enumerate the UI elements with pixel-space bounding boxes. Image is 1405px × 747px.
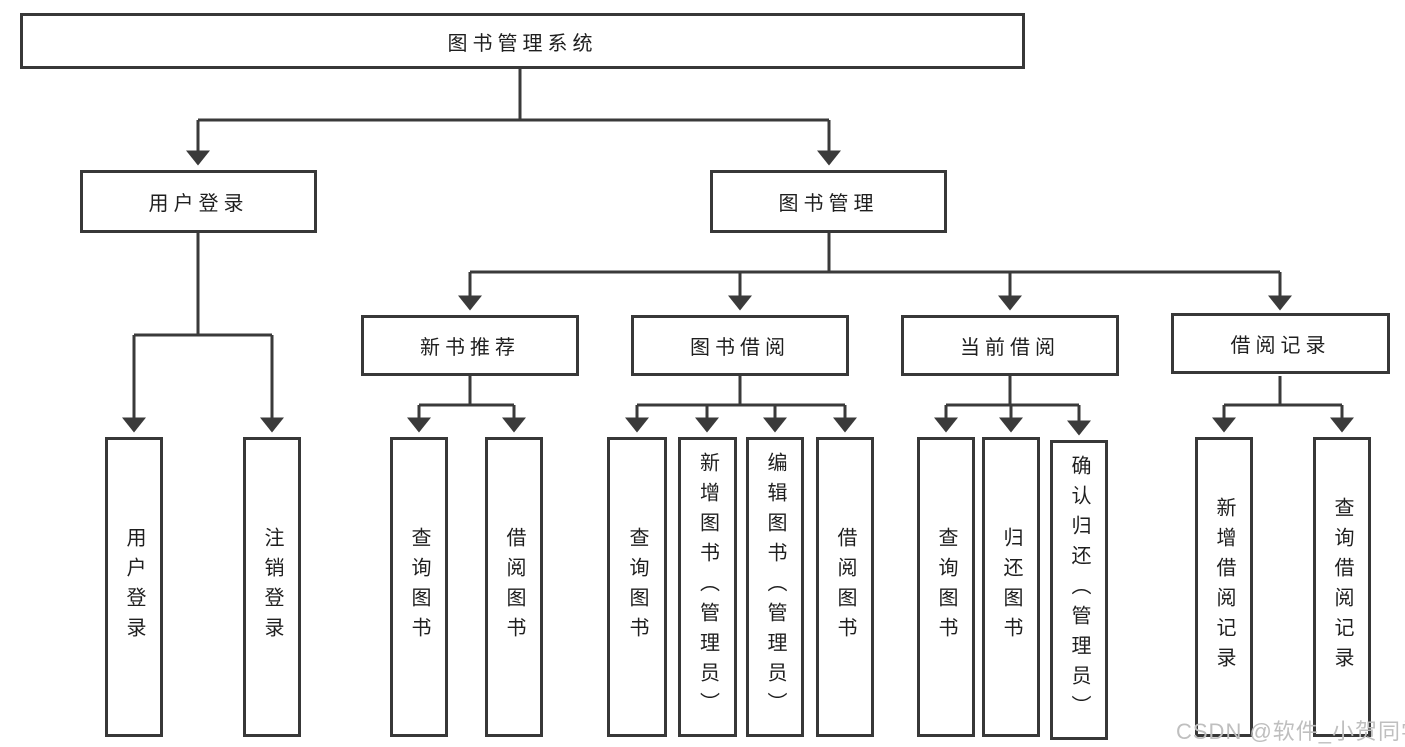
leaf-borrow-query: 查询图书: [607, 437, 667, 737]
leaf-current-return: 归还图书: [982, 437, 1040, 737]
node-current-borrow: 当前借阅: [901, 315, 1119, 376]
connector-user-login: [122, 233, 284, 433]
connector-book-borrow: [625, 376, 857, 433]
leaf-newbook-query: 查询图书: [390, 437, 448, 737]
leaf-record-add-label: 新增借阅记录: [1213, 497, 1235, 677]
node-new-book-recommend-label: 新书推荐: [420, 337, 520, 359]
leaf-borrow-add-admin: 新增图书（管理员）: [678, 437, 737, 737]
node-root-system: 图书管理系统: [20, 13, 1025, 69]
leaf-record-query: 查询借阅记录: [1313, 437, 1371, 737]
connector-borrow-records: [1212, 376, 1354, 433]
leaf-record-add: 新增借阅记录: [1195, 437, 1253, 737]
leaf-logout: 注销登录: [243, 437, 301, 737]
node-borrow-records: 借阅记录: [1171, 313, 1390, 374]
leaf-borrow-edit-admin-label: 编辑图书（管理员）: [764, 452, 786, 722]
leaf-current-confirm-admin: 确认归还（管理员）: [1050, 440, 1108, 740]
connector-new-book-rec: [407, 376, 526, 433]
node-user-login-label: 用户登录: [148, 193, 249, 215]
connector-root: [186, 69, 841, 166]
leaf-borrow-add-admin-label: 新增图书（管理员）: [696, 452, 719, 722]
leaf-borrow-query-label: 查询图书: [626, 527, 648, 647]
leaf-user-login: 用户登录: [105, 437, 163, 737]
connector-book-mgmt: [458, 233, 1292, 311]
leaf-logout-label: 注销登录: [261, 527, 283, 647]
connector-current-borrow: [934, 376, 1091, 436]
leaf-newbook-query-label: 查询图书: [408, 527, 430, 647]
leaf-current-query: 查询图书: [917, 437, 975, 737]
node-new-book-recommend: 新书推荐: [361, 315, 579, 376]
node-user-login: 用户登录: [80, 170, 317, 233]
node-book-borrow-label: 图书借阅: [690, 337, 790, 359]
leaf-current-confirm-admin-label: 确认归还（管理员）: [1068, 455, 1090, 725]
leaf-record-query-label: 查询借阅记录: [1331, 497, 1353, 677]
node-book-management: 图书管理: [710, 170, 947, 233]
node-current-borrow-label: 当前借阅: [960, 337, 1060, 359]
csdn-watermark: CSDN @软件_小贺同学: [1176, 719, 1405, 744]
leaf-borrow-edit-admin: 编辑图书（管理员）: [746, 437, 804, 737]
leaf-borrow-borrow: 借阅图书: [816, 437, 874, 737]
leaf-newbook-borrow: 借阅图书: [485, 437, 543, 737]
node-book-management-label: 图书管理: [778, 193, 879, 215]
leaf-current-return-label: 归还图书: [1000, 527, 1022, 647]
leaf-current-query-label: 查询图书: [935, 527, 957, 647]
leaf-newbook-borrow-label: 借阅图书: [503, 527, 525, 647]
node-borrow-records-label: 借阅记录: [1230, 335, 1331, 357]
leaf-user-login-label: 用户登录: [123, 527, 145, 647]
leaf-borrow-borrow-label: 借阅图书: [834, 527, 856, 647]
node-book-borrow: 图书借阅: [631, 315, 849, 376]
node-root-system-label: 图书管理系统: [447, 32, 598, 55]
